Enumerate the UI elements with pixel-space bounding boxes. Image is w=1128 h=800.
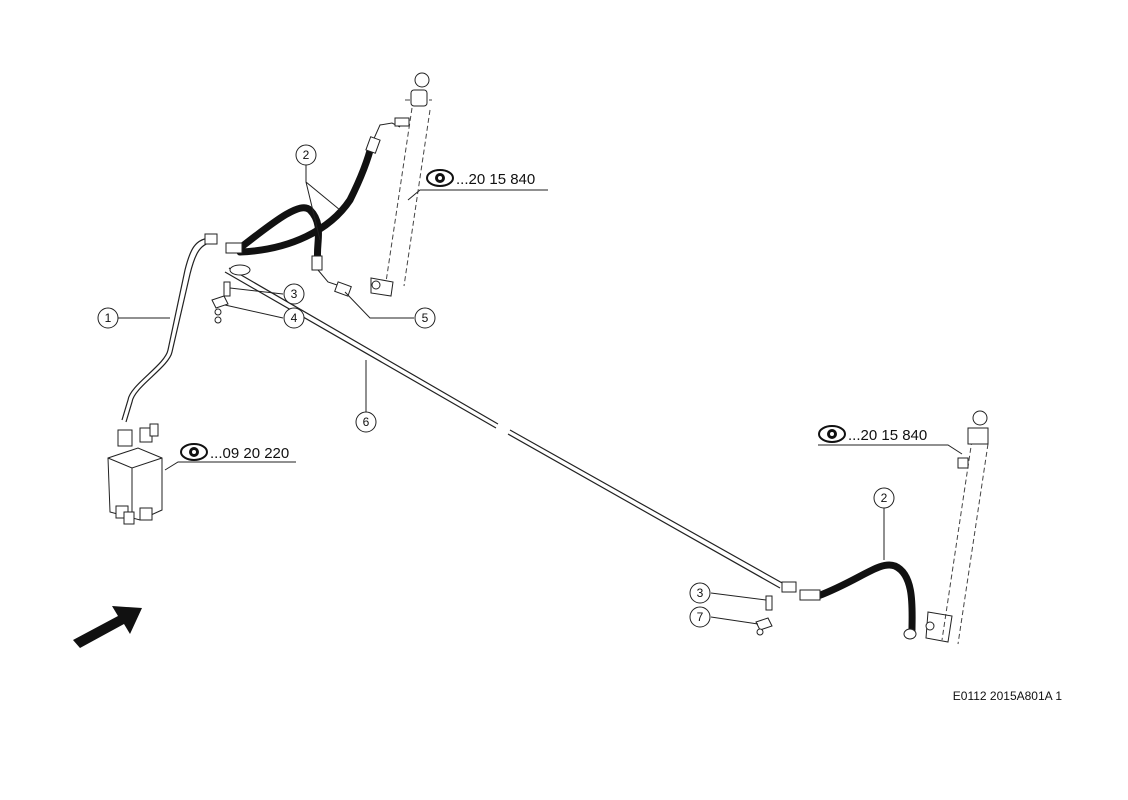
reference-top-right-text: ...20 15 840 [456,171,535,188]
eye-icon [818,425,846,443]
reference-top-right: ...20 15 840 [426,169,535,188]
callout-5: 5 [414,307,436,329]
callout-3-lower: 3 [689,582,711,604]
callout-3-upper: 3 [283,283,305,305]
control-valve [107,423,163,525]
callout-2-upper: 2 [295,144,317,166]
pipe-6 [224,264,797,593]
callout-2-upper-label: 2 [303,148,310,162]
callout-1: 1 [97,307,119,329]
callout-2-lower: 2 [873,487,895,509]
reference-lower-right: ...20 15 840 [818,425,927,444]
reference-lower-right-text: ...20 15 840 [848,427,927,444]
upper-cylinder [370,72,432,297]
callout-2-lower-label: 2 [881,491,888,505]
upper-hoses [236,117,410,297]
upper-clamp [211,281,231,324]
callout-7-label: 7 [697,610,704,624]
callout-7: 7 [689,606,711,628]
lower-clamp [755,595,773,636]
eye-icon [180,443,208,461]
callout-4-label: 4 [291,311,298,325]
callout-5-label: 5 [422,311,429,325]
callout-6: 6 [355,411,377,433]
lower-cylinder [925,410,989,645]
lower-hose [799,561,935,640]
reference-middle-left: ...09 20 220 [180,443,289,462]
callout-3-lower-label: 3 [697,586,704,600]
callout-4: 4 [283,307,305,329]
leader-lines [118,165,963,625]
arrow-icon [73,606,142,648]
reference-middle-left-text: ...09 20 220 [210,445,289,462]
pipe-1 [121,233,243,423]
eye-icon [426,169,454,187]
callout-3-upper-label: 3 [291,287,298,301]
callout-1-label: 1 [105,311,112,325]
callout-6-label: 6 [363,415,370,429]
drawing-code: E0112 2015A801A 1 [953,689,1063,703]
